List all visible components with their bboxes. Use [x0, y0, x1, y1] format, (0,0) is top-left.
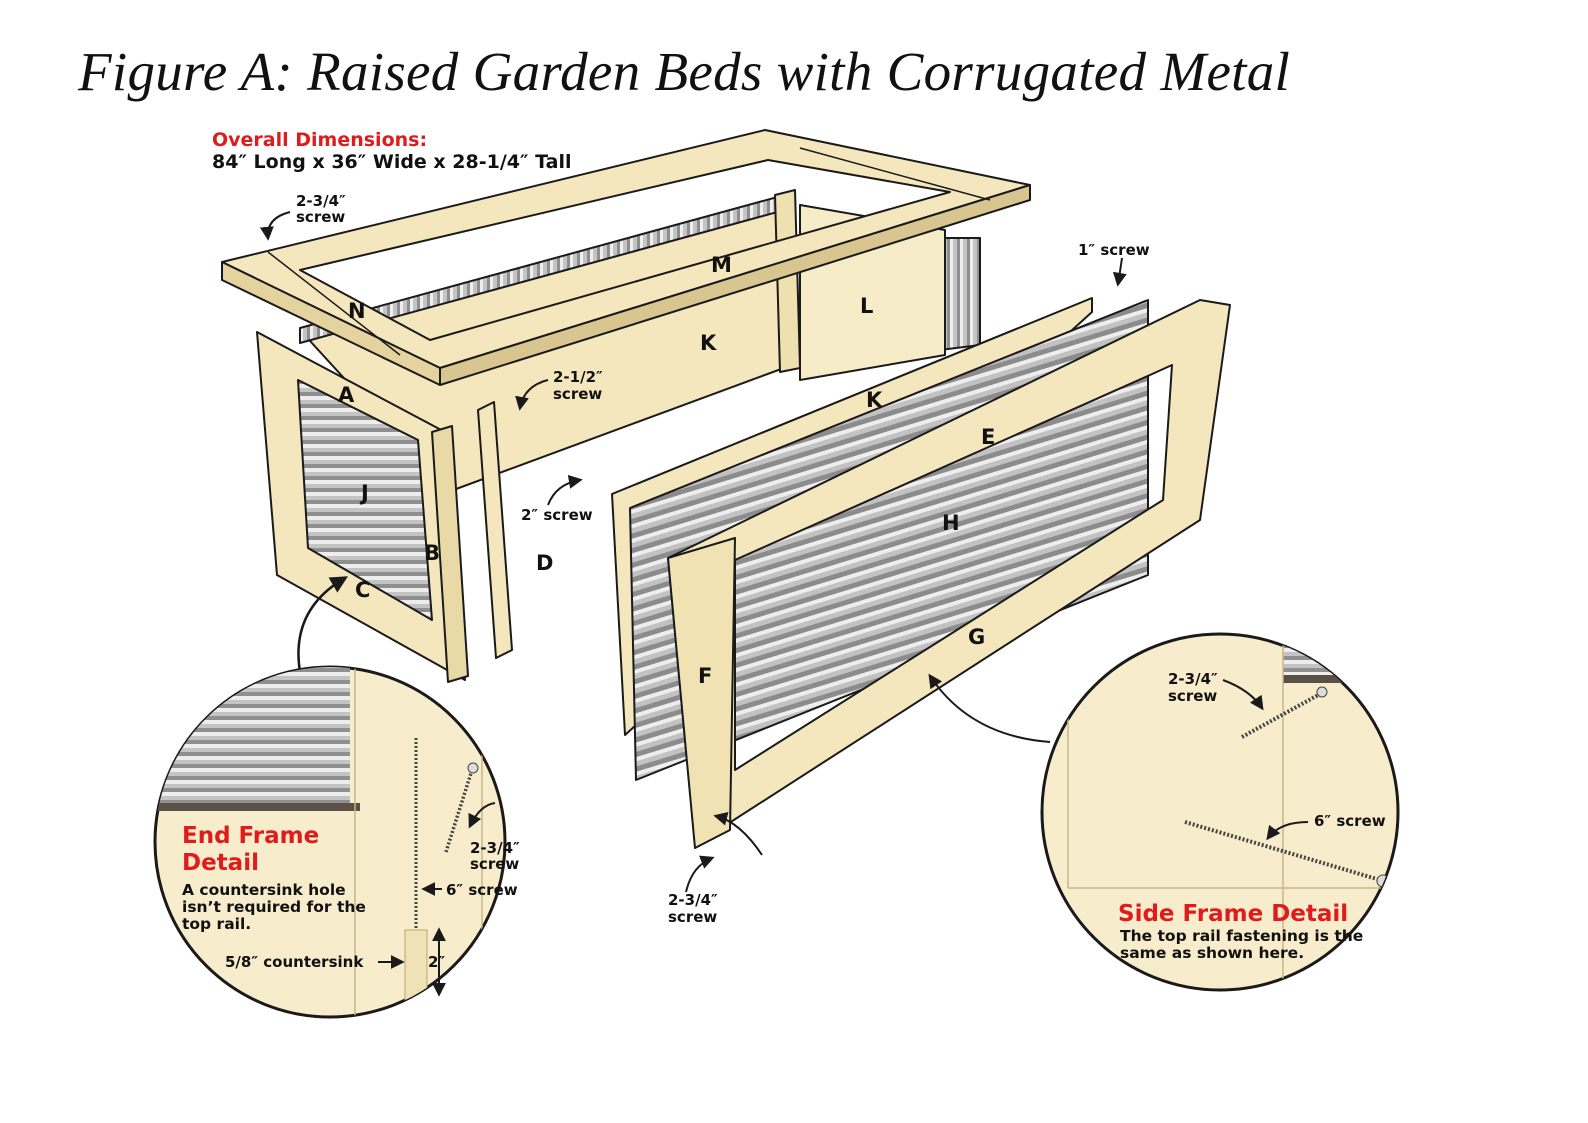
end-detail-countersink: 5/8″ countersink [225, 953, 364, 971]
side-detail-screw-a-size: 2-3/4″ [1168, 670, 1218, 688]
part-label-g: G [968, 625, 985, 649]
screw-callouts [259, 211, 1127, 893]
front-side [611, 297, 1231, 849]
part-label-d: D [536, 551, 553, 575]
leg-b [431, 425, 469, 683]
end-detail-title-line2: Detail [182, 850, 259, 876]
figure-title: Figure A: Raised Garden Beds with Corrug… [78, 41, 1291, 102]
part-label-a: A [338, 383, 355, 407]
part-label-c: C [355, 578, 370, 602]
end-detail-screw-b: 6″ screw [446, 881, 518, 899]
screw-label-middle-word: screw [553, 385, 602, 403]
top-frame [221, 129, 1031, 386]
end-detail-screw-a-word: screw [470, 855, 519, 873]
part-label-f: F [698, 664, 712, 688]
part-label-b: B [424, 541, 440, 565]
screw-label-top-left-size: 2-3/4″ [296, 192, 346, 210]
side-detail-title: Side Frame Detail [1118, 901, 1348, 927]
part-label-n: N [348, 299, 366, 323]
dimensions-value: 84″ Long x 36″ Wide x 28-1/4″ Tall [212, 151, 571, 173]
screw-label-bottom-size: 2-3/4″ [668, 891, 718, 909]
part-label-j: J [359, 481, 369, 505]
end-detail-depth: 2″ [428, 953, 445, 971]
part-label-l: L [860, 294, 873, 318]
end-detail-text-line3: top rail. [182, 915, 251, 933]
screw-label-d-post: 2″ screw [521, 506, 593, 524]
screw-labels: 2-3/4″ screw 1″ screw 2-1/2″ screw 2″ sc… [296, 192, 1150, 926]
screw-label-bottom-word: screw [668, 908, 717, 926]
end-frame-detail: End Frame Detail A countersink hole isn’… [153, 665, 520, 1019]
end-detail-text-line1: A countersink hole [182, 881, 346, 899]
screw-label-top-right: 1″ screw [1078, 241, 1150, 259]
screw-label-middle-size: 2-1/2″ [553, 368, 603, 386]
leg-f [667, 537, 736, 849]
part-labels: M N L K A K E J H B D C G F [338, 253, 995, 688]
side-detail-screw-a-word: screw [1168, 687, 1217, 705]
end-detail-title-line1: End Frame [182, 823, 319, 849]
post-d [477, 401, 513, 659]
side-detail-text-line2: same as shown here. [1120, 944, 1304, 962]
corner-post [774, 189, 801, 373]
part-label-e: E [981, 425, 995, 449]
side-frame-detail: 2-3/4″ screw 6″ screw Side Frame Detail … [1040, 632, 1400, 992]
top-frame-edge-front [439, 184, 1031, 386]
end-detail-text-line2: isn’t required for the [182, 898, 366, 916]
part-label-k-front: K [866, 388, 883, 412]
overall-dimensions: Overall Dimensions: 84″ Long x 36″ Wide … [212, 129, 571, 173]
connector-end-detail [297, 576, 349, 673]
part-label-k-back: K [700, 331, 717, 355]
screw-label-top-left-word: screw [296, 208, 345, 226]
side-detail-text-line1: The top rail fastening is the [1120, 927, 1363, 945]
end-detail-screw-a-size: 2-3/4″ [470, 839, 520, 857]
part-label-m: M [711, 253, 732, 277]
side-detail-screw-b: 6″ screw [1314, 812, 1386, 830]
connector-side-detail [1222, 679, 1264, 711]
dimensions-heading: Overall Dimensions: [212, 129, 427, 151]
part-label-h: H [942, 511, 960, 535]
corrugated-panel-j [297, 379, 433, 621]
